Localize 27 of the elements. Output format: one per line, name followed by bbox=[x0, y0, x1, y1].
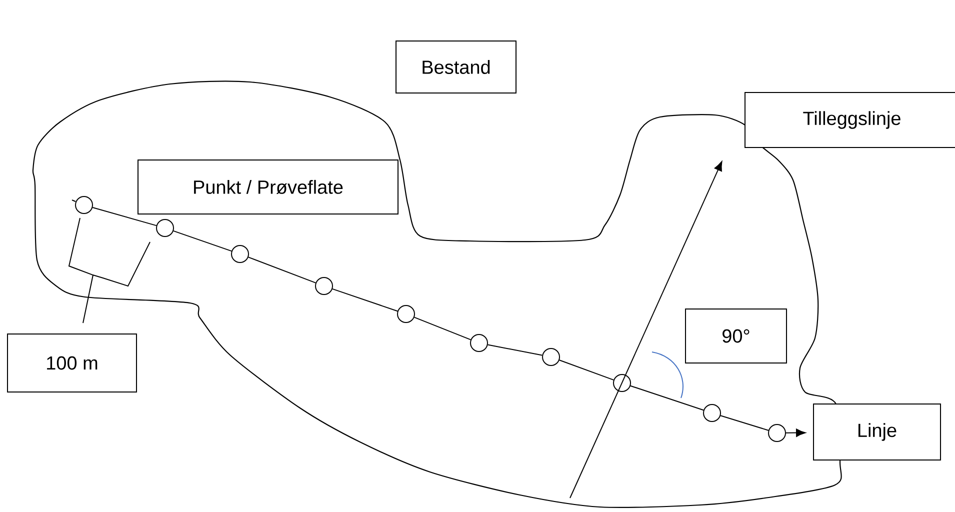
label-box: 100 m bbox=[7, 334, 137, 392]
arrow bbox=[570, 161, 722, 498]
label-box: 90° bbox=[685, 308, 787, 364]
line-segment bbox=[92, 206, 157, 226]
label-box: Tilleggslinje bbox=[744, 92, 955, 148]
sample-point bbox=[231, 245, 249, 263]
label-box: Linje bbox=[813, 404, 941, 460]
sample-point bbox=[703, 404, 721, 422]
line-segment bbox=[414, 316, 472, 340]
line-segment bbox=[630, 385, 704, 411]
sample-point bbox=[613, 374, 631, 392]
sample-point bbox=[470, 334, 488, 352]
sample-point bbox=[75, 196, 93, 214]
line-segment bbox=[332, 288, 398, 312]
sample-point bbox=[315, 277, 333, 295]
sample-point bbox=[397, 305, 415, 323]
sample-point bbox=[156, 219, 174, 237]
label-box: Bestand bbox=[396, 40, 516, 94]
line-segment bbox=[487, 344, 543, 356]
arrow bbox=[786, 428, 806, 437]
line-segment bbox=[558, 360, 614, 380]
sample-point bbox=[768, 424, 786, 442]
line-segment bbox=[173, 230, 232, 252]
line-segment bbox=[720, 415, 769, 431]
label-box: Punkt / Prøveflate bbox=[138, 160, 398, 214]
line-segment bbox=[248, 256, 316, 284]
sample-point bbox=[542, 348, 560, 366]
